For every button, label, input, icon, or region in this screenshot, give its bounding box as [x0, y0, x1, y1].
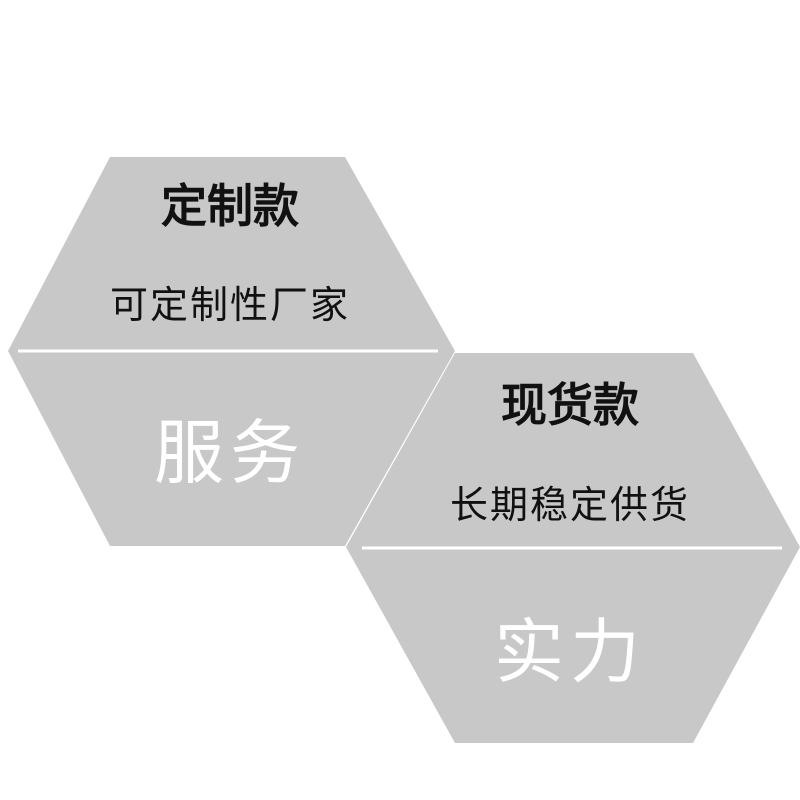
hex-right-subtitle: 长期稳定供货	[449, 483, 690, 527]
hex-left-big-label: 服务	[154, 412, 306, 494]
hex-left-subtitle: 可定制性厂家	[109, 283, 350, 327]
hex-left-title: 定制款	[161, 179, 299, 233]
hex-right-title: 现货款	[501, 378, 639, 432]
hex-right-big-label: 实力	[494, 611, 646, 693]
